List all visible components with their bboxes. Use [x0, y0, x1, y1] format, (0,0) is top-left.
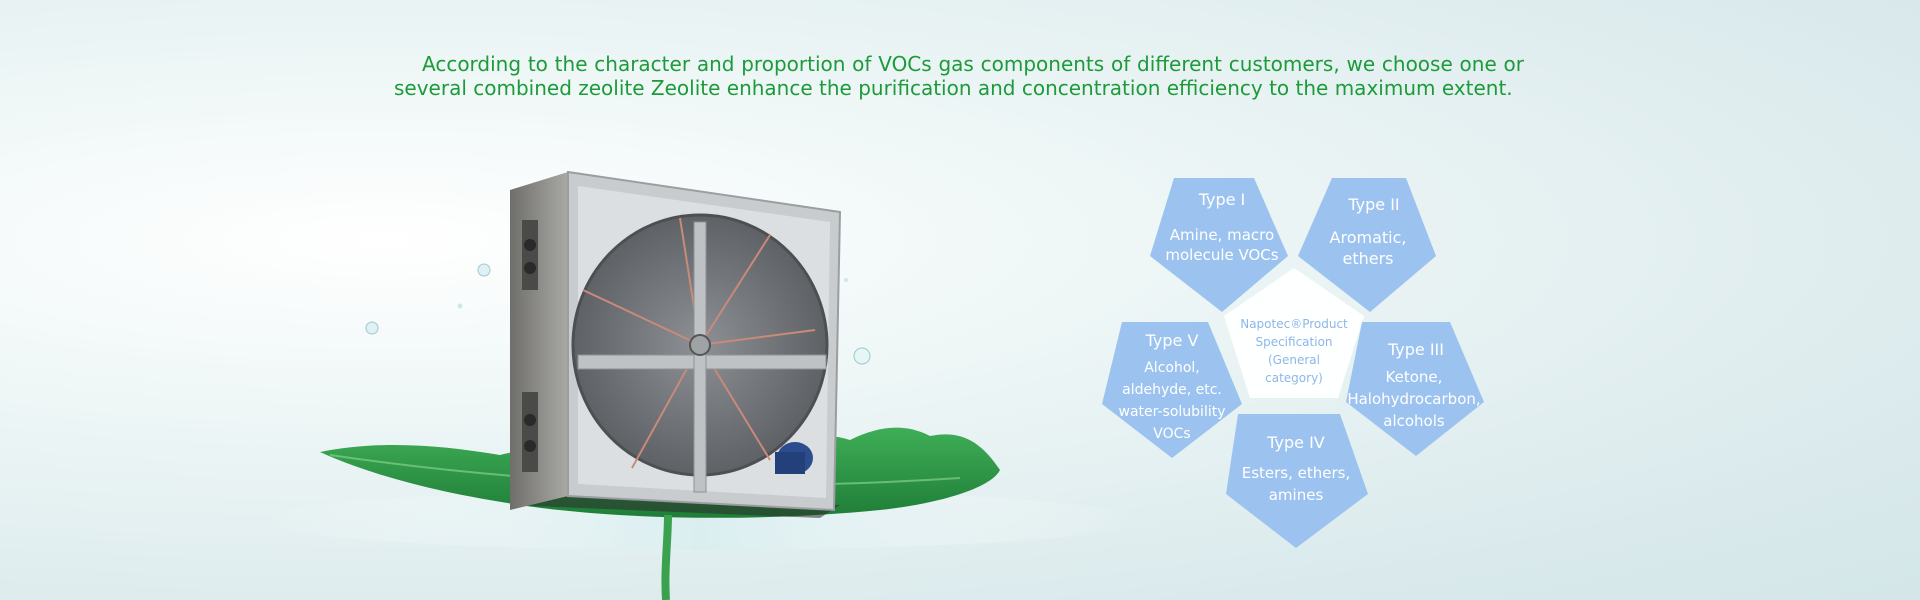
- type-1-line-2: molecule VOCs: [1165, 246, 1278, 264]
- type-3-line-3: alcohols: [1383, 412, 1445, 430]
- type-4-title: Type IV: [1266, 433, 1325, 452]
- type-2-title: Type II: [1347, 195, 1399, 214]
- spec-center-pentagon: [1224, 268, 1364, 398]
- spec-type-5: Type V Alcohol, aldehyde, etc. water-sol…: [1102, 322, 1242, 458]
- spec-type-3: Type III Ketone, Halohydrocarbon, alcoho…: [1346, 322, 1484, 456]
- type-4-line-1: Esters, ethers,: [1242, 464, 1351, 482]
- type-5-line-1: Alcohol,: [1144, 360, 1200, 376]
- water-droplets: [365, 263, 871, 365]
- motor-icon: [775, 442, 813, 474]
- type-5-line-2: aldehyde, etc.: [1122, 382, 1222, 398]
- spec-center-line-1: Napotec®Product: [1240, 317, 1348, 331]
- spec-type-1: Type I Amine, macro molecule VOCs: [1150, 178, 1288, 312]
- type-3-title: Type III: [1387, 340, 1444, 359]
- spec-center-line-3: (General: [1268, 353, 1320, 367]
- spec-type-4: Type IV Esters, ethers, amines: [1226, 414, 1368, 548]
- type-4-line-2: amines: [1269, 486, 1324, 504]
- type-3-line-1: Ketone,: [1386, 368, 1443, 386]
- type-3-line-2: Halohydrocarbon,: [1347, 390, 1480, 408]
- type-2-line-2: ethers: [1342, 249, 1393, 268]
- water-surface: [260, 490, 1140, 550]
- spec-type-2: Type II Aromatic, ethers: [1298, 178, 1436, 312]
- type-5-title: Type V: [1145, 331, 1199, 350]
- intro-paragraph: According to the character and proportio…: [394, 52, 1524, 100]
- spec-center-line-4: category): [1265, 371, 1323, 385]
- spec-center-line-2: Specification: [1255, 335, 1332, 349]
- type-5-line-3: water-solubility: [1119, 404, 1226, 420]
- zeolite-rotor-machine: [510, 170, 842, 518]
- type-1-title: Type I: [1198, 190, 1246, 209]
- type-5-line-4: VOCs: [1153, 426, 1190, 442]
- type-2-line-1: Aromatic,: [1330, 228, 1407, 247]
- spec-diagram: Napotec®Product Specification (General c…: [1102, 178, 1484, 548]
- type-1-line-1: Amine, macro: [1170, 226, 1274, 244]
